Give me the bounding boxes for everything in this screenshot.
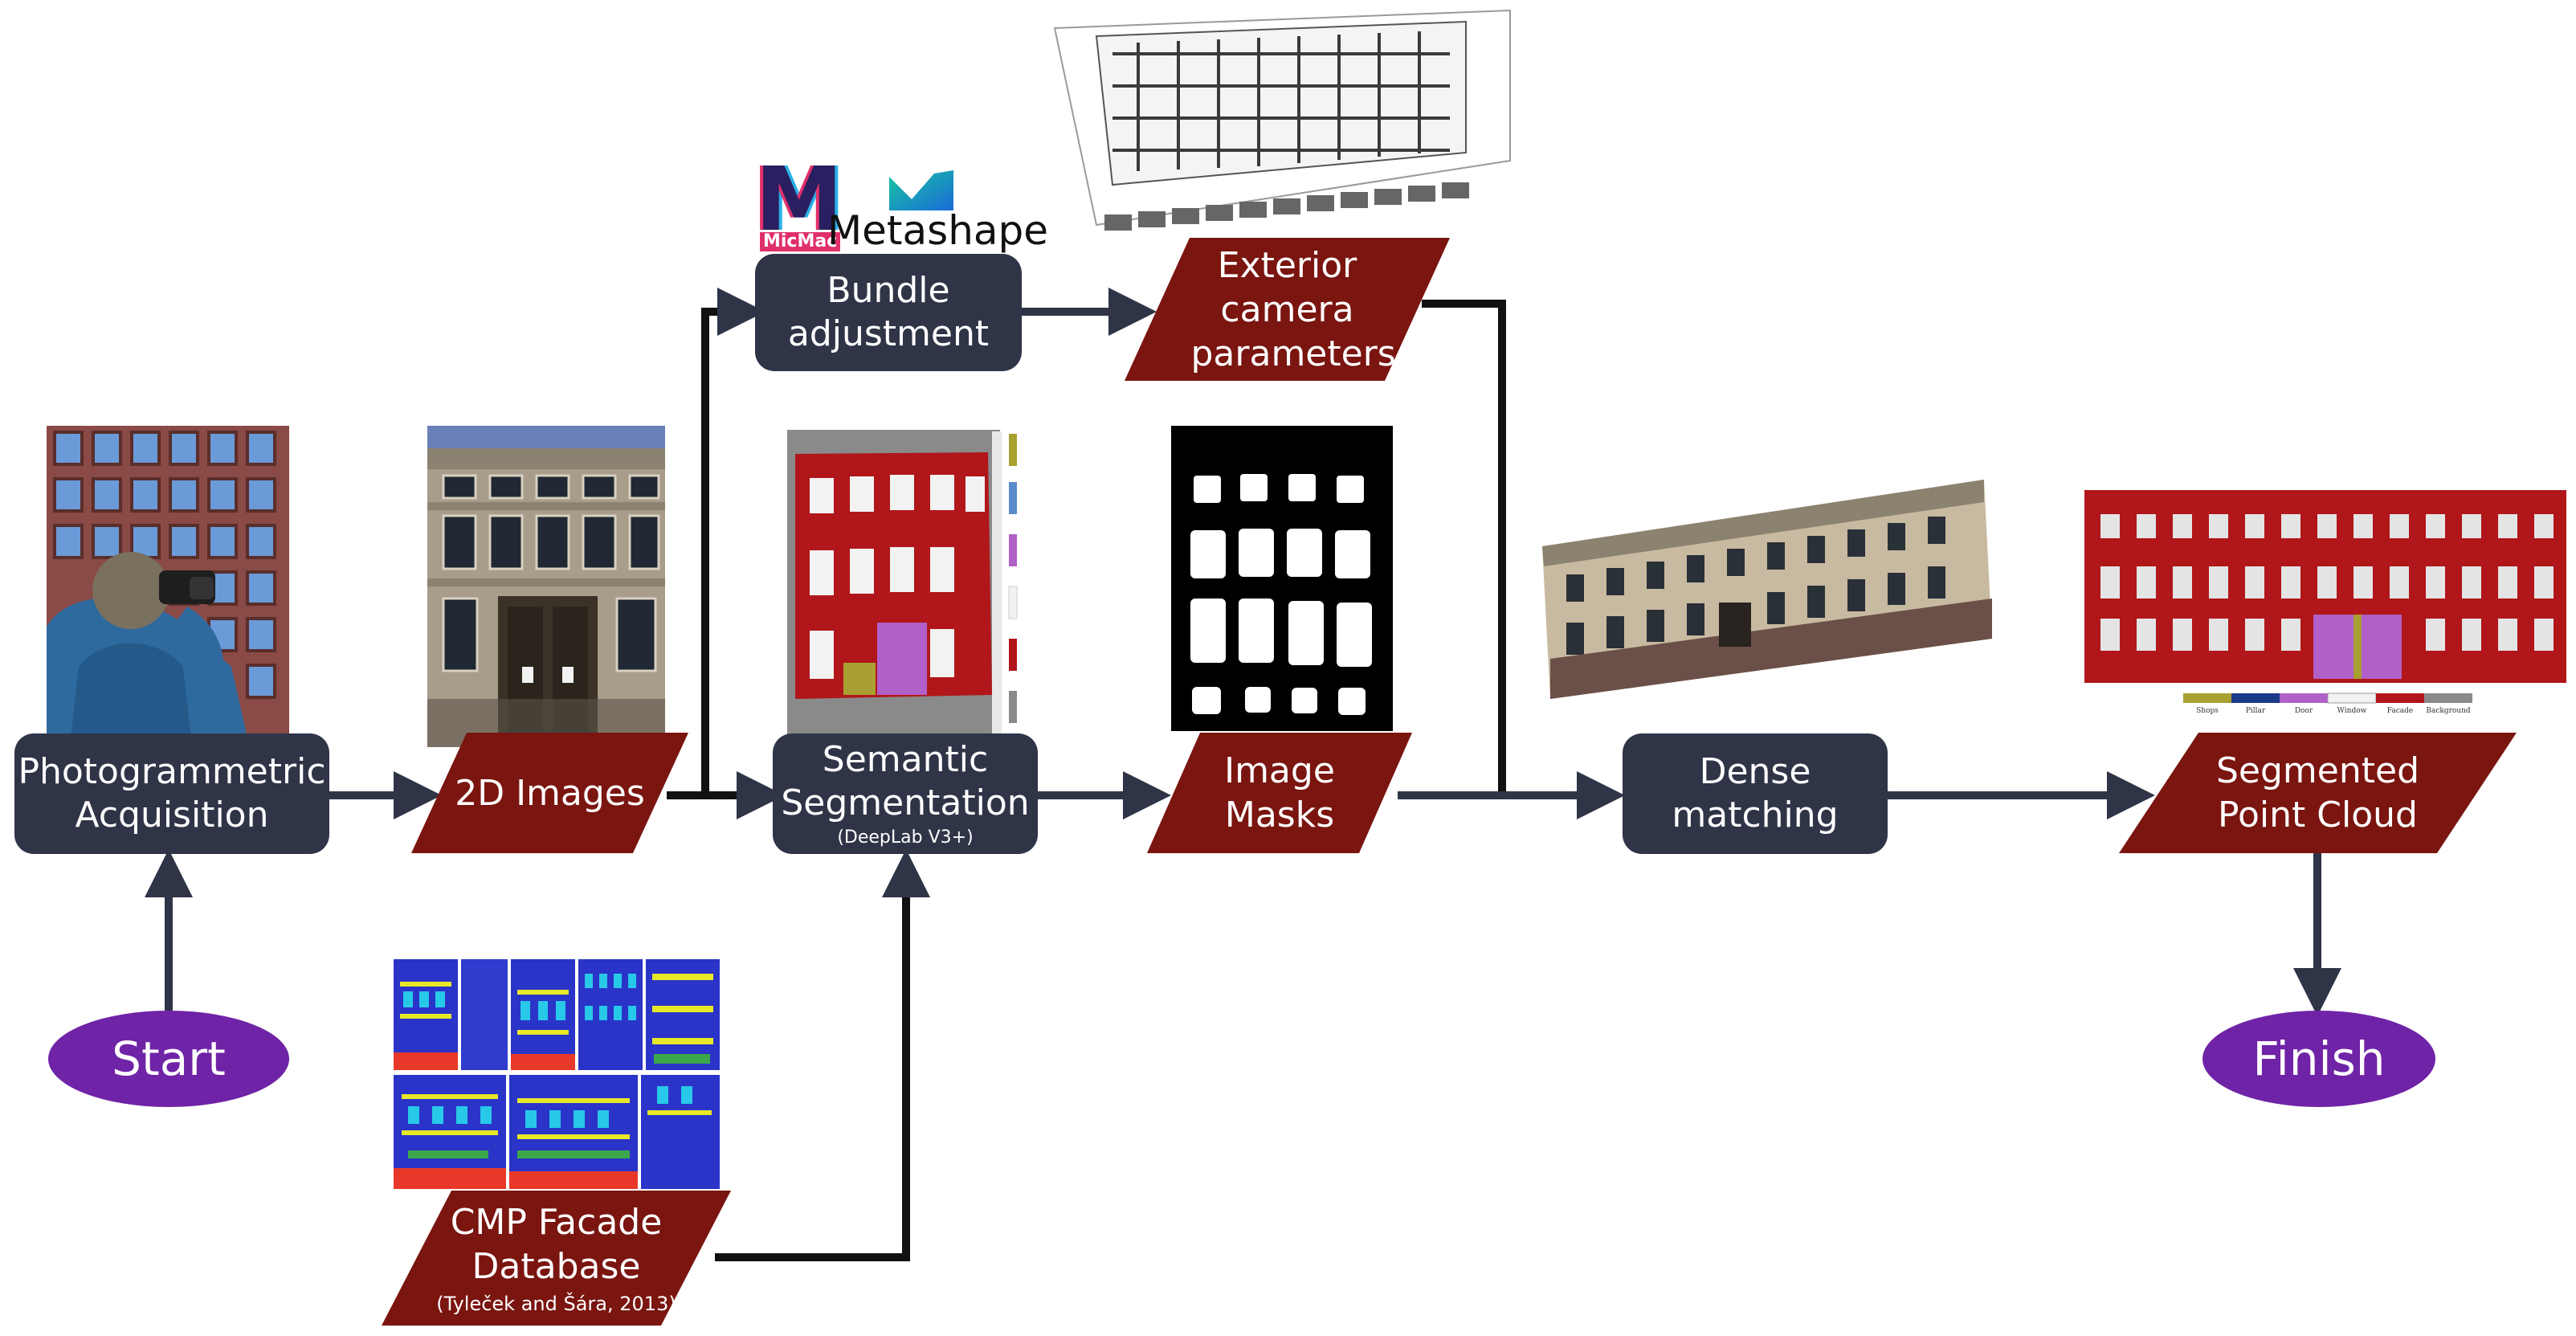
node-exterior-camera-parameters: Exterior camera parameters bbox=[1125, 238, 1450, 381]
sparse-point-cloud-image bbox=[1048, 4, 1522, 245]
micmac-logo: M MicMac bbox=[755, 155, 843, 252]
node-photogrammetric-acquisition: Photogrammetric Acquisition bbox=[14, 733, 329, 854]
pc-legend-background: Background bbox=[2426, 707, 2471, 715]
arrow-images-to-bundle bbox=[701, 288, 765, 795]
node-semantic-segmentation-label: Semantic Segmentation bbox=[781, 738, 1030, 823]
node-segmented-point-cloud-label: Segmented Point Cloud bbox=[2216, 750, 2419, 836]
micmac-logo-letter: M bbox=[755, 148, 843, 251]
node-finish: Finish bbox=[2202, 1011, 2435, 1107]
metashape-logo-text: Metashape bbox=[827, 207, 1049, 254]
node-2d-images-shape bbox=[411, 733, 688, 853]
node-bundle-adjustment: Bundle adjustment bbox=[755, 254, 1022, 371]
node-2d-images-label: 2D Images bbox=[455, 772, 645, 814]
micmac-logo-text: MicMac bbox=[760, 231, 841, 252]
image-mask-image bbox=[1171, 426, 1393, 731]
node-image-masks: Image Masks bbox=[1147, 733, 1412, 853]
cmp-facade-database-image bbox=[392, 958, 721, 1191]
segmentation-result-image bbox=[787, 430, 1028, 735]
photographer-photo bbox=[47, 426, 289, 737]
node-cmp-facade-database-label: CMP Facade Database bbox=[450, 1202, 663, 1287]
node-semantic-segmentation: Semantic Segmentation (DeepLab V3+) bbox=[773, 733, 1038, 854]
segmented-point-cloud-image: Shops Pillar Door Window Facade Backgrou… bbox=[2080, 486, 2570, 719]
node-dense-matching-label: Dense matching bbox=[1672, 751, 1839, 836]
building-photo bbox=[427, 426, 665, 747]
node-segmented-point-cloud-shape bbox=[2119, 733, 2517, 853]
node-semantic-segmentation-sub: (DeepLab V3+) bbox=[837, 827, 974, 848]
node-exterior-camera-parameters-label: Exterior camera parameters bbox=[1190, 244, 1396, 374]
node-cmp-facade-database: CMP Facade Database (Tyleček and Šára, 2… bbox=[382, 1191, 731, 1326]
node-image-masks-shape bbox=[1147, 733, 1412, 853]
node-bundle-adjustment-label: Bundle adjustment bbox=[787, 270, 990, 354]
pc-legend-pillar: Pillar bbox=[2246, 707, 2266, 715]
node-start: Start bbox=[48, 1011, 289, 1107]
pc-legend-window: Window bbox=[2337, 707, 2367, 715]
metashape-logo-icon bbox=[889, 170, 953, 210]
node-cmp-facade-database-sub: (Tyleček and Šára, 2013) bbox=[436, 1293, 676, 1315]
node-2d-images: 2D Images bbox=[411, 733, 688, 853]
arrow-cmp-to-segmentation bbox=[715, 849, 930, 1261]
node-segmented-point-cloud: Segmented Point Cloud bbox=[2119, 733, 2517, 853]
node-cmp-facade-database-shape bbox=[382, 1191, 731, 1326]
pc-legend-door: Door bbox=[2295, 707, 2313, 715]
node-photogrammetric-acquisition-label: Photogrammetric Acquisition bbox=[18, 751, 326, 836]
node-dense-matching: Dense matching bbox=[1623, 733, 1888, 854]
node-image-masks-label: Image Masks bbox=[1224, 750, 1335, 836]
pc-legend-shops: Shops bbox=[2196, 707, 2219, 715]
arrow-exterior-to-dense bbox=[1422, 300, 1506, 795]
pc-legend-facade: Facade bbox=[2387, 707, 2414, 715]
dense-point-cloud-image bbox=[1534, 470, 2000, 719]
